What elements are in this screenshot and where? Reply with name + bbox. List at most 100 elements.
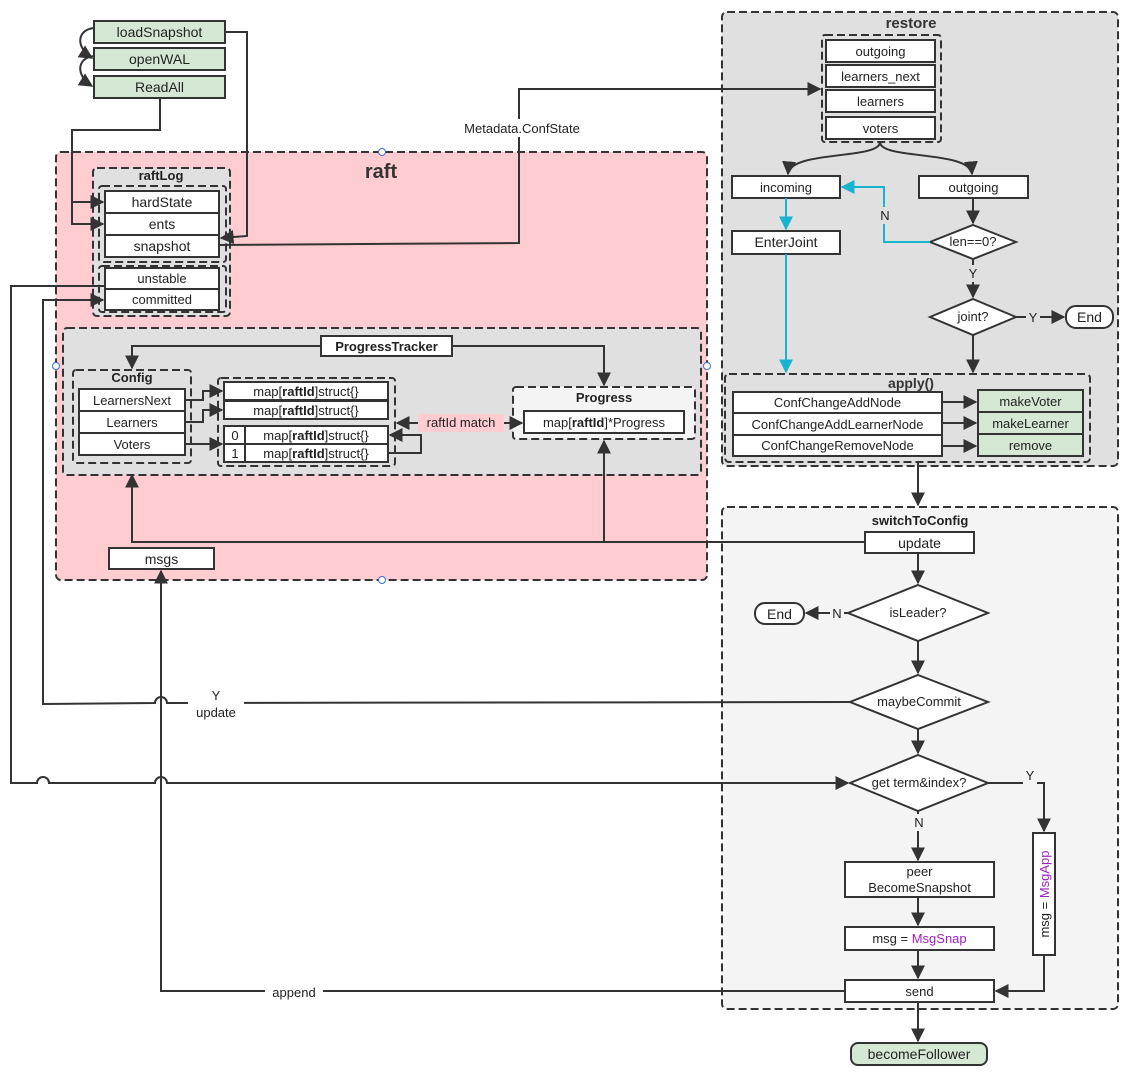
raft-handle-bottom [378, 576, 386, 584]
restore-learners-box [825, 89, 936, 113]
map-voters-0-label: map[raftId]struct{} [263, 428, 369, 443]
switch-end-box [754, 602, 805, 625]
restore-end-label: End [1077, 309, 1102, 325]
msgs-box [108, 547, 215, 570]
update-label: update [898, 535, 941, 551]
open-wal-box [93, 47, 226, 71]
get-term-label: get term&index? [872, 775, 967, 790]
isleader-n-label-bg [830, 605, 844, 622]
make-learner-label: makeLearner [992, 416, 1069, 431]
restore-outgoing-box [825, 39, 936, 63]
unstable-to-getterm-arrow [10, 285, 850, 790]
learners-to-map-arrow [185, 403, 224, 423]
peer-become-snapshot-box [844, 861, 995, 898]
getterm-n-label-bg [912, 814, 926, 831]
loadsnapshot-to-snapshot-arrow [219, 31, 248, 245]
remove-label: remove [1009, 438, 1052, 453]
restore-learners-label: learners [857, 94, 904, 109]
raftid-match-label-bg [418, 414, 504, 432]
getterm-y-label-bg [1023, 767, 1037, 784]
msg-app-label: msg = MsgApp [1037, 850, 1052, 937]
send-to-msgs-arrow [154, 569, 845, 992]
learners-next-label: LearnersNext [93, 393, 171, 408]
progress-map-label: map[raftId]*Progress [543, 415, 666, 430]
send-label: send [905, 984, 933, 999]
getterm-yes-to-msgapp-arrow [988, 782, 1051, 833]
progress-map-box [523, 410, 685, 434]
committed-label: committed [132, 292, 192, 307]
restore-title: restore [886, 15, 937, 32]
map-learners-box [223, 400, 389, 420]
restore-outgoing-label: outgoing [856, 44, 906, 59]
peer-label-line2: BecomeSnapshot [868, 880, 971, 895]
progress-title: Progress [576, 390, 632, 405]
msgs-label: msgs [145, 551, 178, 567]
remove-box [977, 433, 1084, 457]
map-voters-1-label: map[raftId]struct{} [263, 446, 369, 461]
ents-label: ents [149, 216, 175, 232]
is-leader-label: isLeader? [889, 605, 946, 620]
map-learners-next-label: map[raftId]struct{} [253, 384, 359, 399]
map1-to-map0-arrow [388, 428, 422, 454]
tracker-to-progress-arrow [452, 345, 611, 387]
map-voters-0-index: 0 [231, 428, 238, 443]
openwal-to-readall-arrow [77, 55, 95, 87]
isleader-n-label: N [832, 606, 841, 621]
update-side-label: update [196, 705, 236, 720]
raftlog-title: raftLog [139, 168, 184, 183]
incoming-label: incoming [760, 180, 812, 195]
len-n-label-bg [878, 207, 892, 224]
raft-handle-right [703, 362, 711, 370]
switch-to-config-title: switchToConfig [872, 513, 969, 528]
outgoing-label: outgoing [949, 180, 999, 195]
snapshot-to-restore-arrow [218, 82, 822, 246]
voters-label: Voters [114, 437, 151, 452]
raftid-match-label: raftId match [427, 415, 496, 430]
maybe-commit-label: maybeCommit [877, 694, 961, 709]
joint-y-label: Y [1029, 310, 1038, 325]
committed-box [104, 288, 220, 311]
learners-next-to-map-arrow [185, 384, 224, 401]
learners-label: Learners [106, 415, 158, 430]
read-all-label: ReadAll [135, 79, 184, 95]
len-y-label: Y [969, 266, 978, 281]
make-voter-label: makeVoter [999, 394, 1062, 409]
msg-snap-label: msg = MsgSnap [872, 931, 966, 946]
enter-joint-label: EnterJoint [754, 234, 817, 250]
metadata-label-bg [458, 119, 586, 137]
getterm-y-label: Y [1026, 768, 1035, 783]
joint-check-label: joint? [956, 309, 988, 324]
hard-state-label: hardState [132, 194, 193, 210]
restore-voters-label: voters [863, 121, 899, 136]
snapshot-box [104, 234, 220, 258]
become-follower-label: becomeFollower [868, 1046, 971, 1062]
open-wal-label: openWAL [129, 51, 190, 67]
restore-voters-box [825, 116, 936, 140]
append-label-bg [265, 984, 323, 1001]
msg-snap-box [844, 926, 995, 951]
restore-end-box [1065, 305, 1114, 329]
readall-to-ents-arrow [71, 202, 105, 231]
readall-to-hardstate-arrow [71, 98, 161, 209]
update-to-config-arrow [125, 473, 865, 543]
restore-items-split-arrow-left [782, 141, 881, 176]
switch-end-label: End [767, 606, 792, 622]
maybecommit-to-committed-arrow [42, 293, 851, 706]
snapshot-label: snapshot [134, 238, 191, 254]
become-follower-box [850, 1042, 988, 1066]
joint-y-label-bg [1026, 309, 1040, 326]
restore-items-split-arrow-right [879, 141, 978, 176]
len-n-label: N [880, 208, 889, 223]
len-check-label: len==0? [950, 234, 997, 249]
progress-tracker-label: ProgressTracker [335, 339, 438, 354]
update-y-label: Y [212, 688, 221, 703]
load-to-openwal-arrow [77, 27, 95, 59]
raft-handle-left [52, 362, 60, 370]
load-snapshot-label: loadSnapshot [117, 24, 203, 40]
update-label-bg [188, 688, 244, 722]
map-voters-1-index: 1 [231, 446, 238, 461]
add-node-label: ConfChangeAddNode [774, 395, 901, 410]
raft-handle-top [378, 148, 386, 156]
append-label: append [272, 985, 315, 1000]
